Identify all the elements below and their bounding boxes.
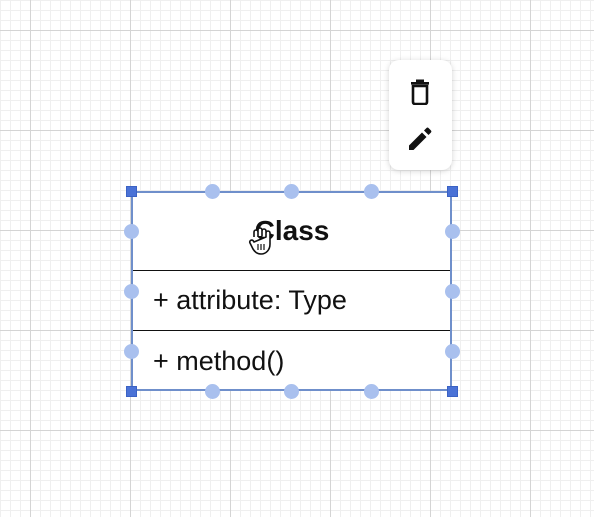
connection-handle-bottom[interactable]: [364, 384, 379, 399]
resize-handle-top-left[interactable]: [126, 186, 137, 197]
connection-handle-bottom[interactable]: [284, 384, 299, 399]
delete-button[interactable]: [405, 77, 435, 107]
connection-handle-left[interactable]: [124, 344, 139, 359]
trash-icon: [411, 79, 429, 105]
class-method[interactable]: + method(): [153, 345, 285, 376]
pencil-icon: [409, 127, 432, 150]
connection-handle-top[interactable]: [364, 184, 379, 199]
resize-handle-top-right[interactable]: [447, 186, 458, 197]
connection-handle-bottom[interactable]: [205, 384, 220, 399]
connection-handle-left[interactable]: [124, 284, 139, 299]
edit-button[interactable]: [405, 124, 435, 154]
class-attribute[interactable]: + attribute: Type: [132, 271, 452, 331]
connection-handle-right[interactable]: [445, 284, 460, 299]
resize-handle-bottom-right[interactable]: [447, 386, 458, 397]
connection-handle-right[interactable]: [445, 224, 460, 239]
class-name[interactable]: Class: [132, 191, 452, 271]
element-toolbar: [389, 60, 452, 170]
uml-class-shape[interactable]: Class + attribute: Type + method(): [132, 191, 452, 391]
resize-handle-bottom-left[interactable]: [126, 386, 137, 397]
connection-handle-right[interactable]: [445, 344, 460, 359]
connection-handle-top[interactable]: [205, 184, 220, 199]
connection-handle-top[interactable]: [284, 184, 299, 199]
connection-handle-left[interactable]: [124, 224, 139, 239]
